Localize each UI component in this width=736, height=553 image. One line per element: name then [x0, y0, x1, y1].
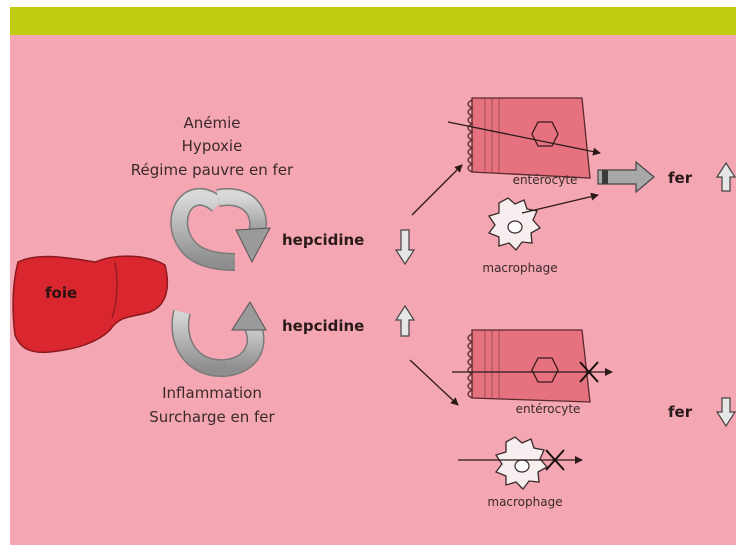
curved-arrow-icon [179, 197, 270, 262]
macrophage-cell-top [489, 195, 598, 250]
hepcidine-down-label: hepcidine [282, 231, 364, 249]
cause-inflammation: Inflammation [162, 384, 262, 402]
cause-regime: Régime pauvre en fer [131, 161, 294, 179]
arrow-to-enterocyte-bottom [410, 360, 458, 405]
macrophage-label-top: macrophage [482, 261, 557, 275]
cause-anemie: Anémie [183, 114, 240, 132]
up-arrow-icon [396, 306, 414, 336]
fer-up-label: fer [668, 169, 693, 187]
down-arrow-icon [717, 398, 735, 426]
hepcidine-up-label: hepcidine [282, 317, 364, 335]
liver-label: foie [45, 284, 77, 302]
enterocyte-cell-top [448, 98, 600, 178]
macrophage-cell-bottom [458, 437, 582, 489]
cause-hypoxie: Hypoxie [182, 137, 243, 155]
output-arrow [598, 162, 654, 192]
macrophage-label-bottom: macrophage [487, 495, 562, 509]
enterocyte-label-top: entérocyte [513, 173, 578, 187]
fer-down-label: fer [668, 403, 693, 421]
cause-surcharge: Surcharge en fer [149, 408, 275, 426]
liver-shape [13, 256, 167, 352]
down-arrow-icon [396, 230, 414, 264]
enterocyte-label-bottom: entérocyte [516, 402, 581, 416]
arrow-to-enterocyte-top [412, 165, 462, 215]
up-arrow-icon [717, 163, 735, 191]
curved-arrow-icon [180, 302, 266, 368]
enterocyte-cell-bottom [452, 330, 612, 402]
